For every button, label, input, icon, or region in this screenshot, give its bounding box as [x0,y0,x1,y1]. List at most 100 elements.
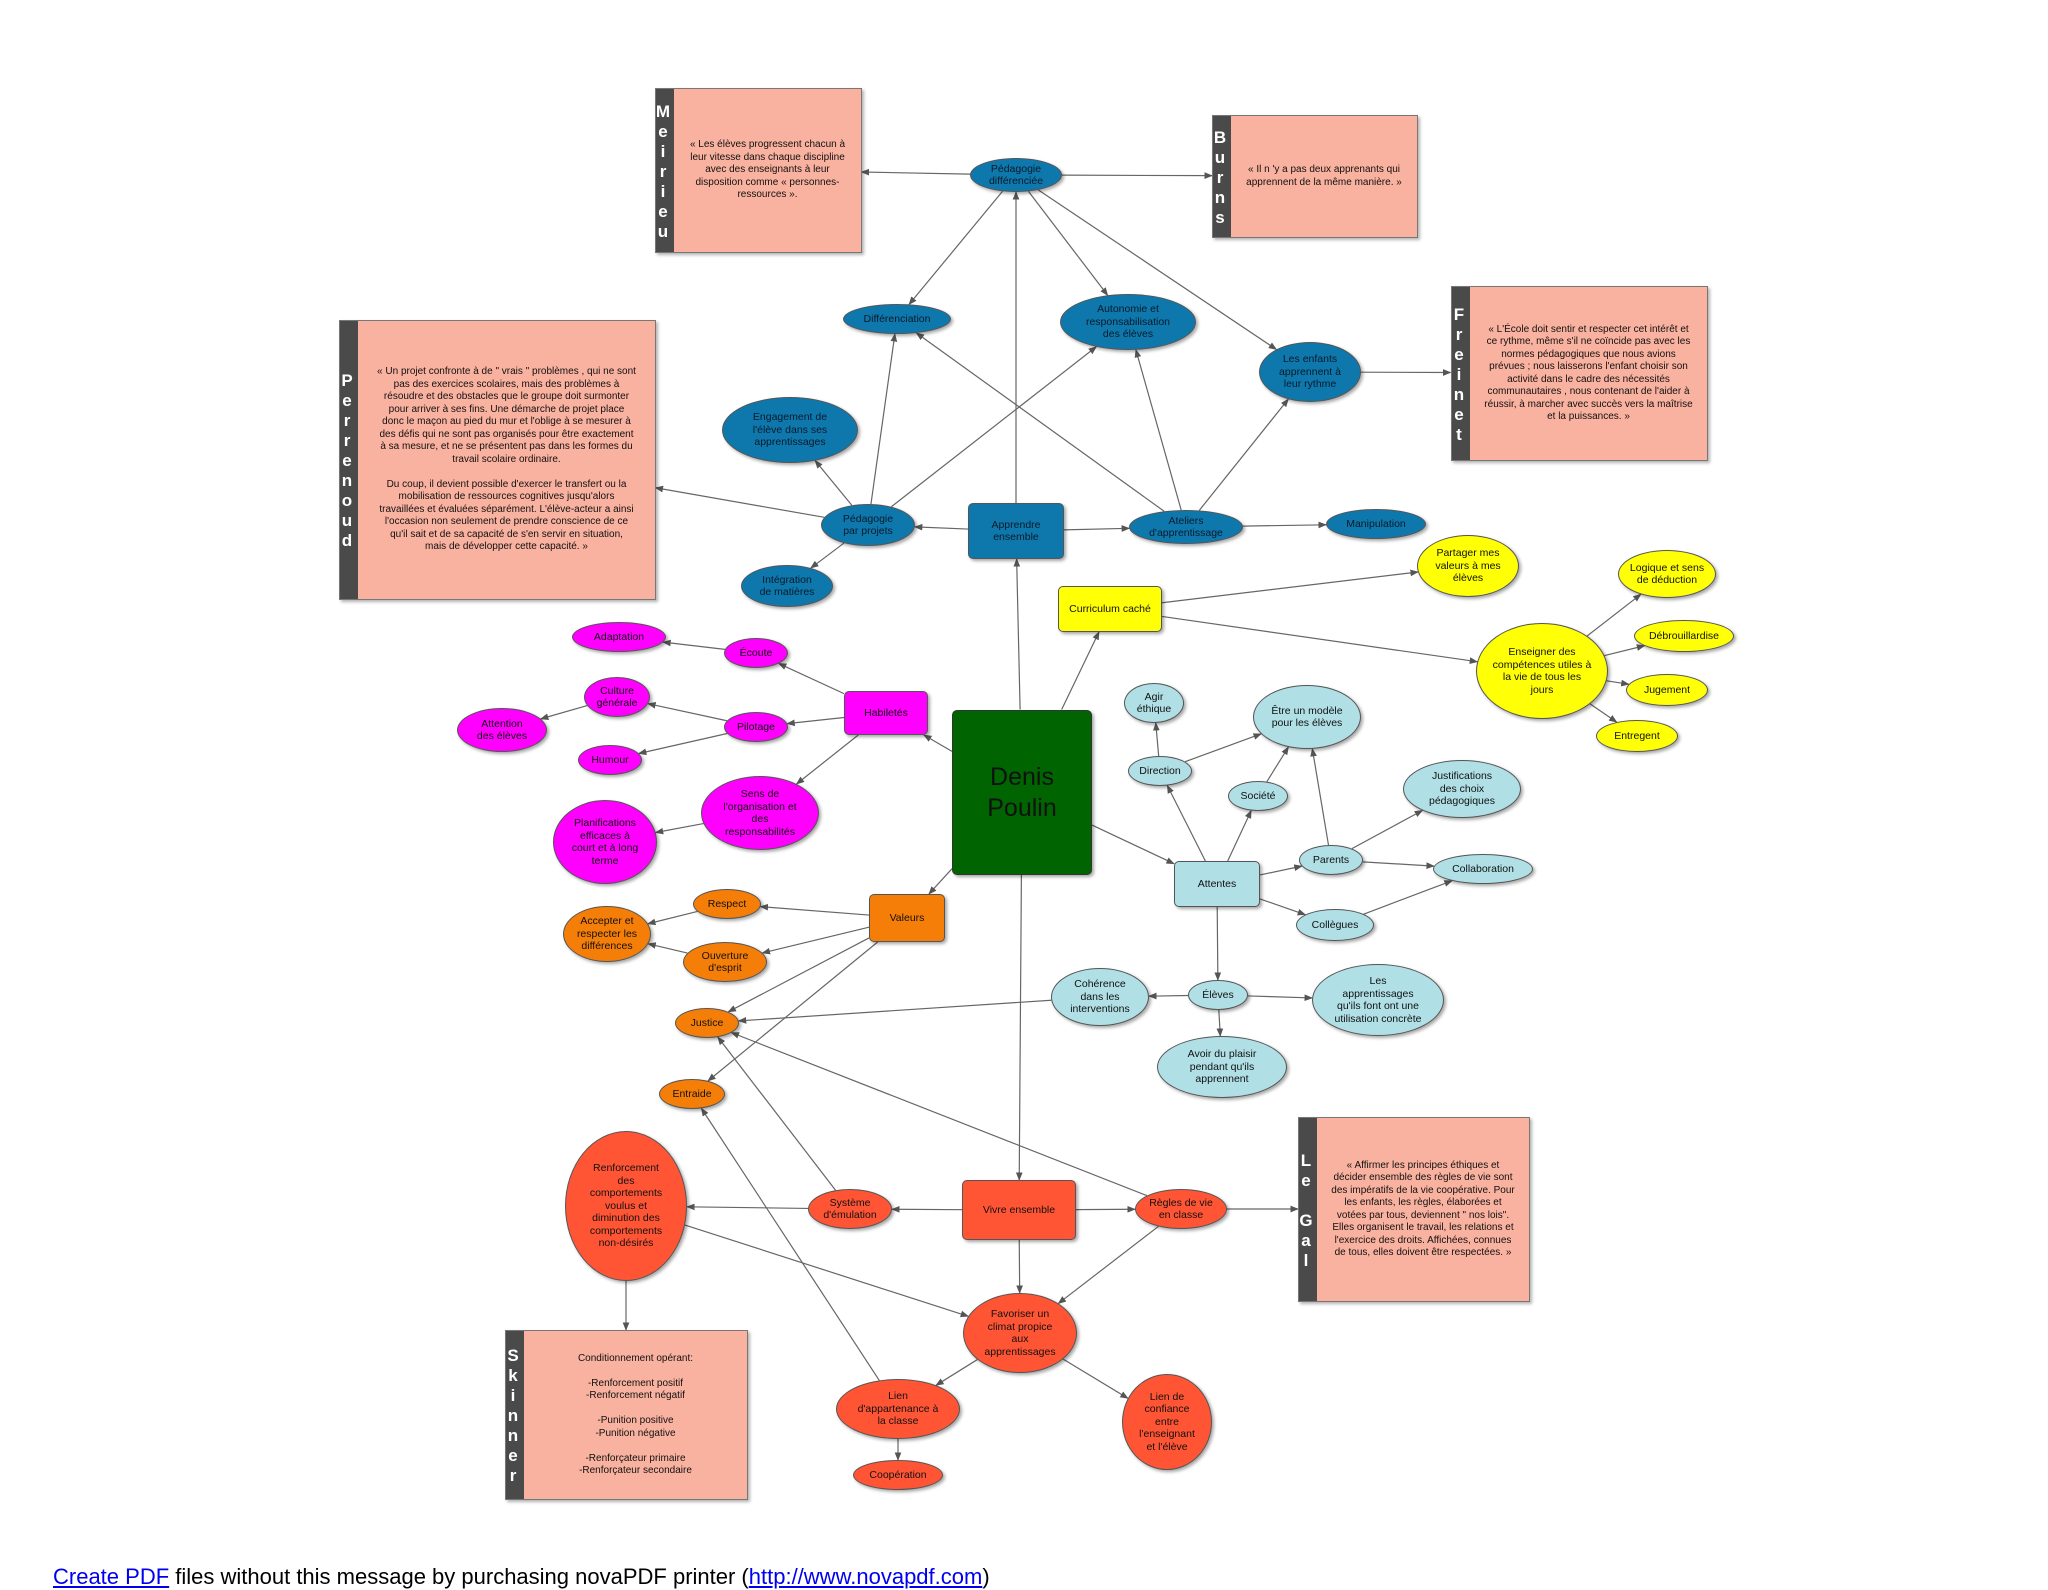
connector-habiletes-to-pilotage [787,718,844,724]
connector-systeme-to-renforcement [687,1207,808,1209]
node-habiletes: Habiletés [844,691,928,735]
node-ecoute: Écoute [724,638,788,668]
quote-box-burns: Burns « Il n 'y a pas deux apprenants qu… [1212,115,1418,238]
node-modele: Être un modèle pour les élèves [1253,685,1361,749]
node-collaboration: Collaboration [1433,854,1533,884]
node-partager: Partager mes valeurs à mes élèves [1417,535,1519,597]
connector-ouverture-to-accepter [648,944,687,953]
node-entregent: Entregent [1596,720,1678,752]
quote-box-skinner: Skinner Conditionnement opérant: -Renfor… [505,1330,748,1500]
connector-parents-to-justifications [1352,810,1422,848]
footer-end: ) [982,1564,989,1589]
connector-apprendre_ensemble-to-peda_projets [915,527,968,529]
node-adaptation: Adaptation [572,622,666,652]
connector-regles-to-justice [732,1033,1147,1196]
quote-text-meirieu: « Les élèves progressent chacun à leur v… [674,89,861,252]
connector-ateliers-to-differenciation [916,333,1164,511]
connector-habiletes-to-ecoute [779,664,844,694]
connector-enseigner_comp-to-jugement [1607,681,1629,684]
connector-parents-to-collaboration [1363,862,1434,866]
connector-attentes-to-societe [1228,811,1251,861]
quote-author-freinet: Freinet [1452,287,1470,460]
node-jugement: Jugement [1626,674,1708,706]
connector-center-to-apprendre_ensemble [1017,559,1020,710]
connector-direction-to-agir_ethique [1156,723,1159,756]
connector-ateliers-to-autonomie [1136,350,1181,510]
node-planifications: Planifications efficaces à court et à lo… [553,800,657,884]
node-eleves: Élèves [1188,980,1248,1010]
node-lien-conf: Lien de confiance entre l'enseignant et … [1122,1374,1212,1470]
quote-text-freinet: « L'École doit sentir et respecter cet i… [1470,287,1707,460]
quote-author-legal: Le Gal [1299,1118,1317,1301]
connector-eleves-to-coherence [1149,996,1188,997]
node-respect: Respect [693,889,761,919]
connector-ateliers-to-enfants_rythme [1199,399,1288,510]
node-collegues: Collègues [1296,909,1374,941]
node-cooperation: Coopération [853,1460,943,1490]
node-coherence: Cohérence dans les interventions [1051,968,1149,1026]
connector-ecoute-to-adaptation [663,642,725,649]
node-entraide: Entraide [659,1079,725,1109]
connector-enseigner_comp-to-logique [1587,594,1641,636]
node-pilotage: Pilotage [724,712,788,742]
node-integration: Intégration de matières [741,565,833,607]
novapdf-link[interactable]: http://www.novapdf.com [749,1564,983,1589]
node-attention: Attention des élèves [457,708,547,752]
connector-peda_projets-to-q_perrenoud [656,488,825,518]
node-justifications: Justifications des choix pédagogiques [1403,760,1521,818]
connector-curriculum-to-partager [1162,572,1418,603]
node-peda-projets: Pédagogie par projets [821,504,915,546]
connector-peda_diff-to-q_meirieu [862,172,971,174]
connector-ateliers-to-manipulation [1243,525,1326,526]
quote-text-skinner: Conditionnement opérant: -Renforcement p… [524,1331,747,1499]
connector-eleves-to-apprentissages [1248,996,1312,998]
quote-text-burns: « Il n 'y a pas deux apprenants qui appr… [1231,116,1417,237]
quote-box-legal: Le Gal « Affirmer les principes éthiques… [1298,1117,1530,1302]
node-attentes: Attentes [1174,861,1260,907]
node-enfants-rythme: Les enfants apprennent à leur rythme [1259,342,1361,402]
node-regles: Règles de vie en classe [1135,1189,1227,1229]
create-pdf-link[interactable]: Create PDF [53,1564,169,1589]
node-humour: Humour [578,745,642,775]
connector-center-to-habiletes [924,735,952,751]
node-systeme: Système d'émulation [808,1189,892,1229]
node-parents: Parents [1299,845,1363,875]
node-renforcement: Renforcement des comportements voulus et… [565,1131,687,1281]
node-climat: Favoriser un climat propice aux apprenti… [963,1293,1077,1373]
node-lien-app: Lien d'appartenance à la classe [836,1379,960,1439]
connector-peda_projets-to-integration [811,543,844,568]
quote-box-perrenoud: Perrenoud « Un projet confronte à de " v… [339,320,656,600]
connector-attentes-to-eleves [1217,907,1218,980]
connector-respect-to-accepter [648,911,697,923]
connector-peda_projets-to-autonomie [891,347,1096,507]
connector-climat-to-lien_app [936,1360,977,1386]
quote-author-burns: Burns [1213,116,1231,237]
connector-coherence-to-justice [739,1000,1052,1021]
connector-peda_diff-to-autonomie [1028,191,1107,295]
connector-valeurs-to-respect [760,907,869,915]
connector-attentes-to-direction [1167,786,1205,861]
node-manipulation: Manipulation [1326,509,1426,539]
connector-center-to-attentes [1092,825,1174,864]
node-valeurs: Valeurs [869,894,945,942]
connector-peda_diff-to-differenciation [909,191,1002,304]
node-debrouillardise: Débrouillardise [1634,620,1734,652]
node-justice: Justice [675,1008,739,1038]
quote-author-perrenoud: Perrenoud [340,321,358,599]
node-plaisir: Avoir du plaisir pendant qu'ils apprenne… [1157,1036,1287,1098]
node-apprendre-ensemble: Apprendre ensemble [968,503,1064,559]
connector-enseigner_comp-to-debrouillardise [1605,646,1645,656]
connector-renforcement-to-climat [685,1225,968,1316]
central-node: Denis Poulin [952,710,1092,875]
connector-habiletes-to-sens_org [797,735,859,784]
connector-peda_diff-to-q_burns [1062,175,1212,176]
node-ouverture: Ouverture d'esprit [683,942,767,982]
node-vivre: Vivre ensemble [962,1180,1076,1240]
node-ateliers: Ateliers d'apprentissage [1129,510,1243,544]
node-engagement: Engagement de l'élève dans ses apprentis… [722,397,858,463]
connector-attentes-to-collegues [1260,899,1305,915]
connector-center-to-valeurs [929,869,952,894]
quote-box-freinet: Freinet « L'École doit sentir et respect… [1451,286,1708,461]
connector-collegues-to-collaboration [1364,881,1452,914]
